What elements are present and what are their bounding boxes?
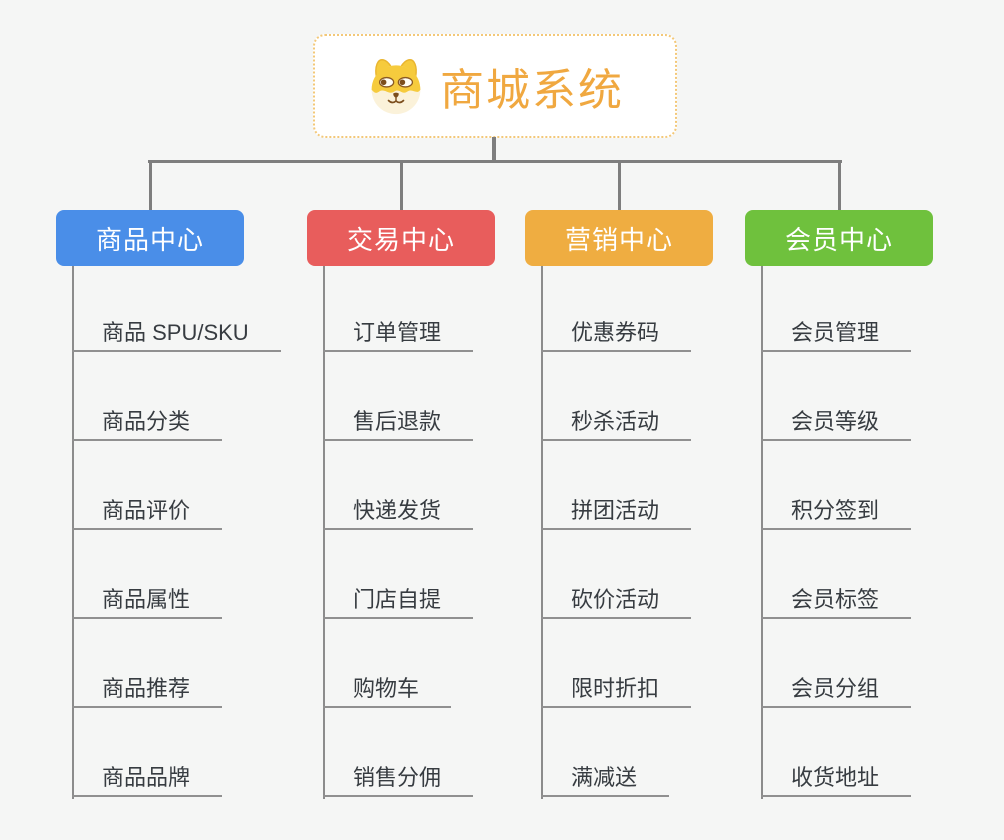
item-label: 收货地址 xyxy=(791,765,880,790)
branch-drop-line xyxy=(400,162,403,210)
list-item[interactable]: 会员管理 xyxy=(761,266,912,352)
list-item[interactable]: 商品品牌 xyxy=(72,708,223,797)
item-label: 会员管理 xyxy=(791,320,880,345)
list-item[interactable]: 订单管理 xyxy=(323,266,474,352)
list-item[interactable]: 商品属性 xyxy=(72,530,223,619)
item-label: 商品 SPU/SKU xyxy=(102,320,249,345)
dog-face-icon xyxy=(371,59,421,115)
list-item[interactable]: 快递发货 xyxy=(323,441,474,530)
branch: 交易中心 订单管理 售后退款 快递发货 门店自提 购物车 销售分佣 xyxy=(307,210,495,799)
item-label: 会员标签 xyxy=(791,587,880,612)
list-item[interactable]: 会员等级 xyxy=(761,352,912,441)
item-label: 购物车 xyxy=(353,676,420,701)
item-label: 售后退款 xyxy=(353,409,442,434)
branch-items: 优惠券码 秒杀活动 拼团活动 砍价活动 限时折扣 满减送 xyxy=(541,266,692,797)
branch: 营销中心 优惠券码 秒杀活动 拼团活动 砍价活动 限时折扣 满减送 xyxy=(525,210,713,799)
branch-drop-line xyxy=(149,162,152,210)
branch-label: 商品中心 xyxy=(95,224,204,255)
list-item[interactable]: 秒杀活动 xyxy=(541,352,692,441)
item-label: 拼团活动 xyxy=(571,498,660,523)
root-node[interactable]: 商城系统 xyxy=(313,34,677,138)
branch-label: 会员中心 xyxy=(784,224,893,255)
branch: 商品中心 商品 SPU/SKU 商品分类 商品评价 商品属性 商品推荐 商品品牌 xyxy=(56,210,281,799)
item-label: 满减送 xyxy=(571,765,638,790)
item-label: 快递发货 xyxy=(353,498,442,523)
branch-drop-line xyxy=(618,162,621,210)
list-item[interactable]: 售后退款 xyxy=(323,352,474,441)
list-item[interactable]: 砍价活动 xyxy=(541,530,692,619)
list-item[interactable]: 购物车 xyxy=(323,619,452,708)
list-item[interactable]: 限时折扣 xyxy=(541,619,692,708)
list-item[interactable]: 拼团活动 xyxy=(541,441,692,530)
item-label: 门店自提 xyxy=(353,587,442,612)
item-label: 会员等级 xyxy=(791,409,880,434)
item-label: 砍价活动 xyxy=(571,587,660,612)
item-label: 积分签到 xyxy=(791,498,880,523)
list-item[interactable]: 会员标签 xyxy=(761,530,912,619)
item-label: 会员分组 xyxy=(791,676,880,701)
list-item[interactable]: 门店自提 xyxy=(323,530,474,619)
list-item[interactable]: 优惠券码 xyxy=(541,266,692,352)
list-item[interactable]: 满减送 xyxy=(541,708,670,797)
list-item[interactable]: 商品评价 xyxy=(72,441,223,530)
branch-items: 会员管理 会员等级 积分签到 会员标签 会员分组 收货地址 xyxy=(761,266,912,797)
branch-node[interactable]: 营销中心 xyxy=(525,210,713,266)
branch-label: 营销中心 xyxy=(564,224,673,255)
item-label: 商品评价 xyxy=(102,498,191,523)
item-label: 秒杀活动 xyxy=(571,409,660,434)
branch-drop-line xyxy=(838,162,841,210)
item-label: 销售分佣 xyxy=(353,765,442,790)
branch: 会员中心 会员管理 会员等级 积分签到 会员标签 会员分组 收货地址 xyxy=(745,210,933,799)
branch-items: 商品 SPU/SKU 商品分类 商品评价 商品属性 商品推荐 商品品牌 xyxy=(72,266,281,797)
branch-node[interactable]: 商品中心 xyxy=(56,210,244,266)
item-label: 商品推荐 xyxy=(102,676,191,701)
list-item[interactable]: 商品推荐 xyxy=(72,619,223,708)
branch-node[interactable]: 交易中心 xyxy=(307,210,495,266)
branch-connector-line xyxy=(761,266,763,799)
root-connector-line xyxy=(492,137,496,162)
branch-connector-line xyxy=(323,266,325,799)
horizontal-connector-line xyxy=(148,160,842,163)
branch-label: 交易中心 xyxy=(346,224,455,255)
list-item[interactable]: 积分签到 xyxy=(761,441,912,530)
list-item[interactable]: 收货地址 xyxy=(761,708,912,797)
branch-items: 订单管理 售后退款 快递发货 门店自提 购物车 销售分佣 xyxy=(323,266,474,797)
item-label: 商品品牌 xyxy=(102,765,191,790)
branch-connector-line xyxy=(541,266,543,799)
item-label: 订单管理 xyxy=(353,320,442,345)
item-label: 商品分类 xyxy=(102,409,191,434)
item-label: 优惠券码 xyxy=(571,320,660,345)
branch-node[interactable]: 会员中心 xyxy=(745,210,933,266)
list-item[interactable]: 商品 SPU/SKU xyxy=(72,266,281,352)
item-label: 商品属性 xyxy=(102,587,191,612)
list-item[interactable]: 会员分组 xyxy=(761,619,912,708)
item-label: 限时折扣 xyxy=(571,676,660,701)
branch-connector-line xyxy=(72,266,74,799)
list-item[interactable]: 商品分类 xyxy=(72,352,223,441)
root-title: 商城系统 xyxy=(440,66,624,115)
list-item[interactable]: 销售分佣 xyxy=(323,708,474,797)
